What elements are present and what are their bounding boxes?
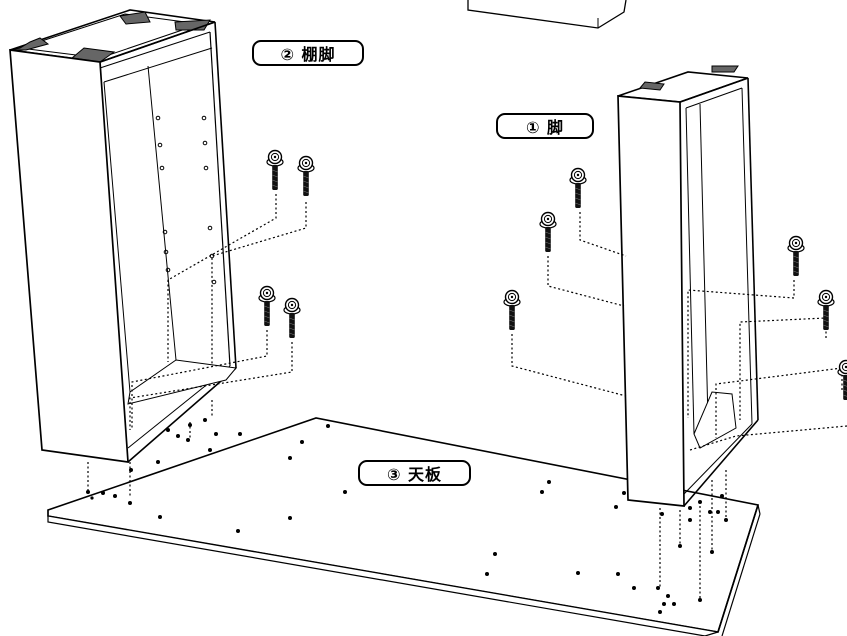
shelf-leg-label: ② 棚脚: [252, 40, 364, 66]
screw: [817, 289, 835, 331]
shelf-leg: [9, 9, 237, 463]
top-board: [47, 417, 761, 636]
leg-label: ① 脚: [496, 113, 594, 139]
guide-lines: [87, 194, 847, 598]
screw: [503, 289, 521, 331]
screw: [787, 235, 805, 277]
screw: [539, 211, 557, 253]
leg: [617, 65, 759, 507]
screws: [258, 149, 847, 401]
screw: [258, 285, 276, 327]
screw: [283, 297, 301, 339]
top-board-label: ③ 天板: [358, 460, 471, 486]
screw: [569, 167, 587, 209]
board-holes: [86, 418, 728, 614]
screw: [266, 149, 284, 191]
screw: [297, 155, 315, 197]
top-fragment: [467, 0, 627, 29]
